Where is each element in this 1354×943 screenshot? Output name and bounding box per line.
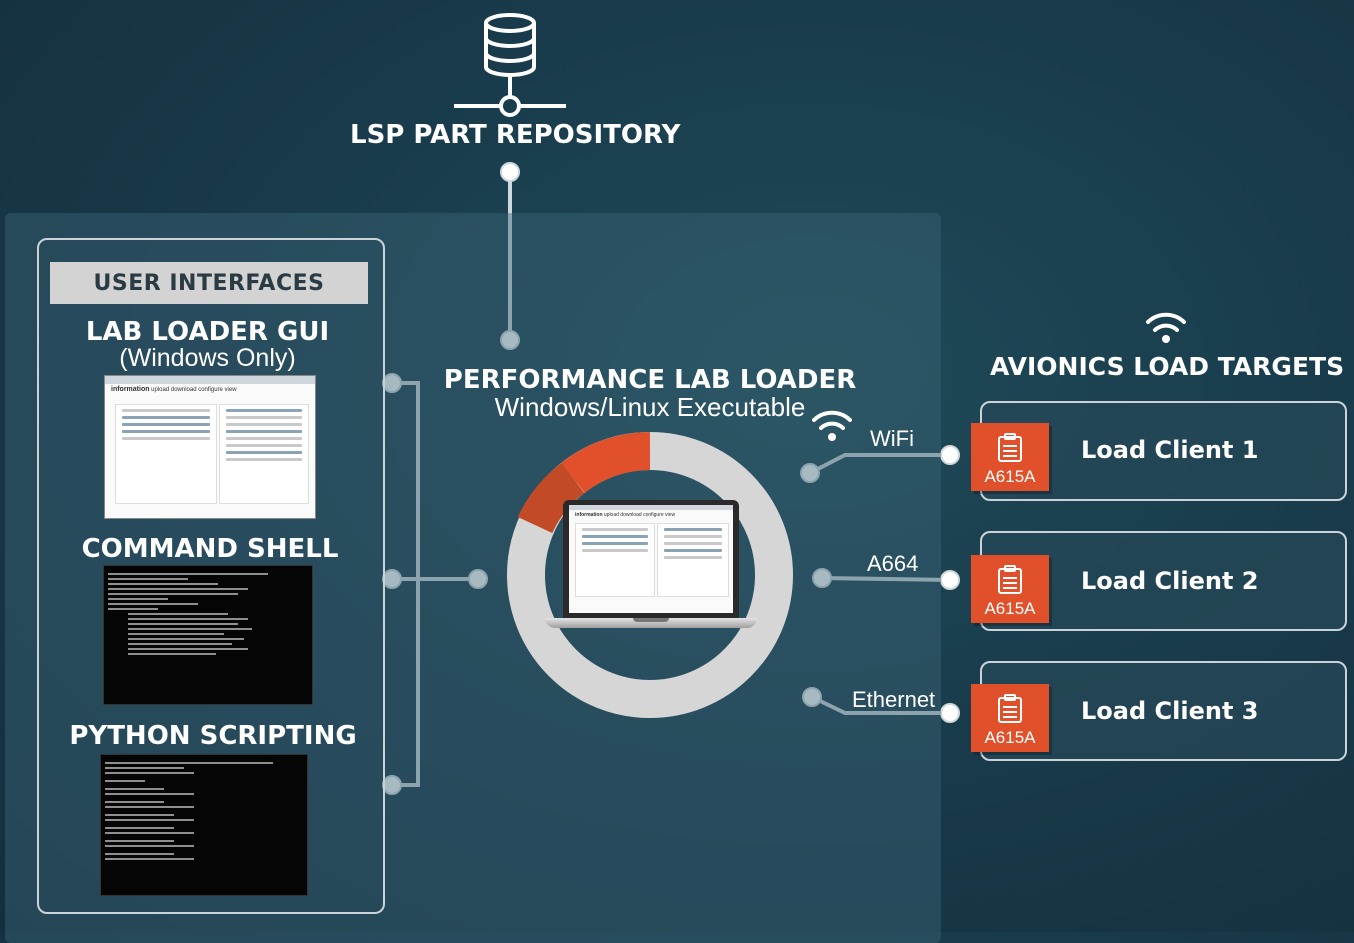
python-scripting-title: PYTHON SCRIPTING <box>69 721 357 751</box>
repository-title: LSP PART REPOSITORY <box>350 120 681 150</box>
badge-label: A615A <box>984 467 1036 486</box>
user-interfaces-header: USER INTERFACES <box>50 262 368 304</box>
center-subtitle: Windows/Linux Executable <box>494 392 806 422</box>
loader-ring <box>507 432 793 718</box>
laptop-icon: information upload download configure vi… <box>545 500 757 645</box>
user-interfaces-frame <box>37 238 385 914</box>
document-icon <box>998 433 1022 462</box>
load-client-3-label: Load Client 3 <box>1081 697 1259 725</box>
load-client-2-label: Load Client 2 <box>1081 567 1259 595</box>
lab-loader-gui-subtitle: (Windows Only) <box>119 344 296 372</box>
targets-title: AVIONICS LOAD TARGETS <box>990 352 1345 381</box>
database-icon <box>454 13 566 117</box>
document-icon <box>998 694 1022 723</box>
command-shell-screenshot <box>103 565 313 705</box>
load-client-1-label: Load Client 1 <box>1081 436 1259 464</box>
repository-node <box>440 5 580 125</box>
a615a-badge-3: A615A <box>971 684 1049 752</box>
link-label-wifi: WiFi <box>870 426 914 451</box>
center-title: PERFORMANCE LAB LOADER <box>443 365 857 395</box>
a615a-badge-1: A615A <box>971 423 1049 491</box>
link-label-a664: A664 <box>867 551 919 576</box>
badge-label: A615A <box>984 728 1036 747</box>
badge-label: A615A <box>984 599 1036 618</box>
wifi-icon <box>812 410 852 441</box>
lab-loader-gui-title: LAB LOADER GUI <box>85 317 330 347</box>
command-shell-title: COMMAND SHELL <box>81 534 339 564</box>
python-scripting-screenshot <box>100 754 308 896</box>
link-label-ethernet: Ethernet <box>852 687 936 712</box>
wifi-icon <box>1146 312 1186 343</box>
a615a-badge-2: A615A <box>971 555 1049 623</box>
document-icon <box>998 565 1022 594</box>
lab-loader-gui-screenshot: information upload download configure vi… <box>104 375 316 519</box>
